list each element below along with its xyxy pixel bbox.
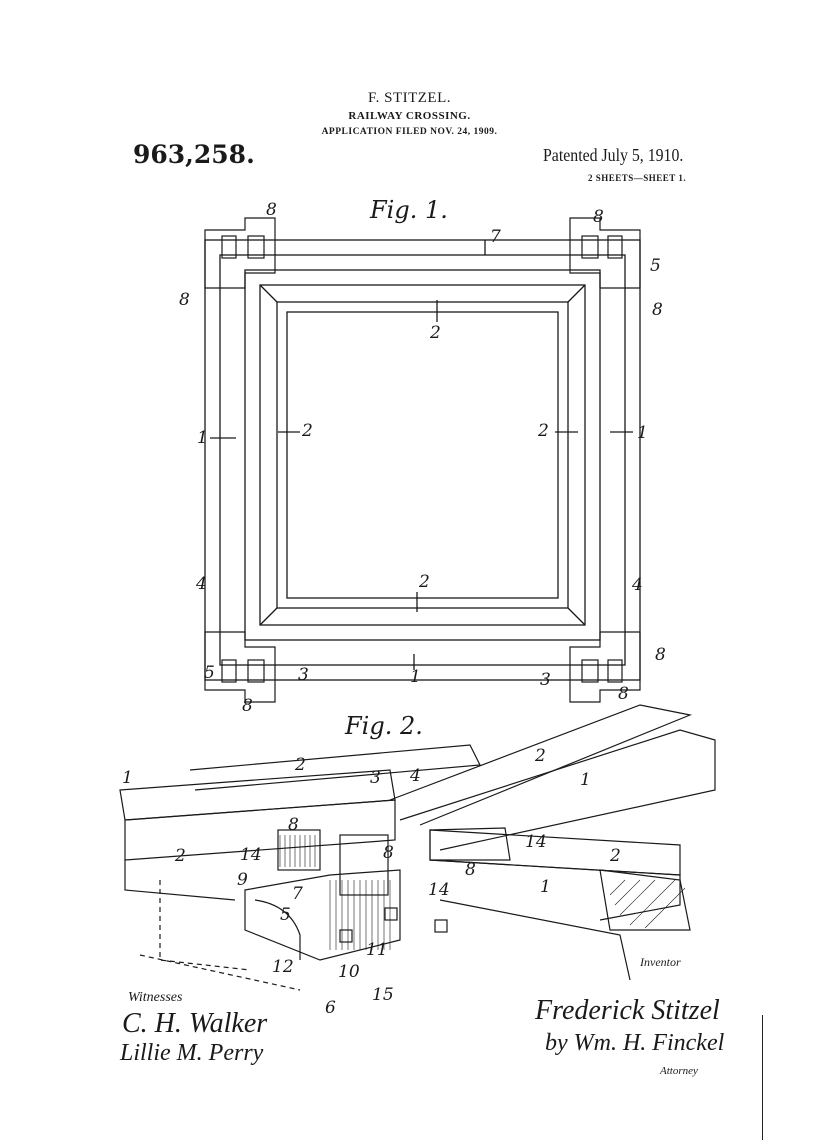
inventor-label: Inventor bbox=[640, 955, 681, 969]
ref-numeral: 2 bbox=[419, 572, 430, 592]
ref-numeral: 14 bbox=[240, 845, 262, 865]
ref-numeral: 8 bbox=[618, 684, 629, 704]
ref-numeral: 3 bbox=[298, 665, 309, 685]
patent-number: 963,258. bbox=[133, 140, 255, 169]
ref-numeral: 5 bbox=[204, 663, 215, 683]
witnesses-label: Witnesses bbox=[128, 990, 183, 1005]
ref-numeral: 4 bbox=[410, 766, 421, 786]
figure-2-drawing bbox=[119, 704, 716, 991]
witness-signature-2: Lillie M. Perry bbox=[120, 1040, 264, 1066]
application-date: APPLICATION FILED NOV. 24, 1909. bbox=[321, 127, 498, 137]
ref-numeral: 7 bbox=[490, 227, 501, 247]
ref-numeral: 2 bbox=[430, 323, 441, 343]
ref-numeral: 3 bbox=[540, 670, 551, 690]
ref-numeral: 1 bbox=[410, 667, 421, 687]
ref-numeral: 15 bbox=[372, 985, 394, 1005]
ref-numeral: 7 bbox=[292, 884, 303, 904]
ref-numeral: 2 bbox=[538, 421, 549, 441]
ref-numeral: 2 bbox=[175, 846, 186, 866]
attorney-label: Attorney bbox=[660, 1065, 698, 1077]
patent-title: RAILWAY CROSSING. bbox=[348, 110, 471, 122]
ref-numeral: 8 bbox=[288, 815, 299, 835]
ref-numeral: 4 bbox=[632, 575, 643, 595]
ref-numeral: 14 bbox=[525, 832, 547, 852]
ref-numeral: 4 bbox=[196, 574, 207, 594]
ref-numeral: 5 bbox=[650, 256, 661, 276]
ref-numeral: 14 bbox=[428, 880, 450, 900]
witness-signature-1: C. H. Walker bbox=[122, 1008, 268, 1039]
ref-numeral: 8 bbox=[652, 300, 663, 320]
figure-1-label: Fig. 1. bbox=[370, 196, 448, 224]
patented-date: Patented July 5, 1910. bbox=[543, 145, 684, 165]
figure-2-label: Fig. 2. bbox=[345, 712, 423, 740]
figure-1-drawing bbox=[204, 217, 641, 703]
ref-numeral: 5 bbox=[280, 905, 291, 925]
ref-numeral: 8 bbox=[266, 200, 277, 220]
attorney-signature: by Wm. H. Finckel bbox=[545, 1030, 725, 1056]
ref-numeral: 1 bbox=[197, 428, 208, 448]
ref-numeral: 12 bbox=[272, 957, 294, 977]
sheet-count: 2 SHEETS—SHEET 1. bbox=[588, 173, 687, 183]
ref-numeral: 3 bbox=[370, 768, 381, 788]
ref-numeral: 2 bbox=[302, 421, 313, 441]
ref-numeral: 9 bbox=[237, 870, 248, 890]
ref-numeral: 8 bbox=[655, 645, 666, 665]
ref-numeral: 2 bbox=[610, 846, 621, 866]
ref-numeral: 1 bbox=[580, 770, 591, 790]
ref-numeral: 1 bbox=[122, 768, 133, 788]
ref-numeral: 2 bbox=[535, 746, 546, 766]
ref-numeral: 10 bbox=[338, 962, 360, 982]
ref-numeral: 2 bbox=[295, 755, 306, 775]
inventor-signature: Frederick Stitzel bbox=[535, 995, 720, 1026]
ref-numeral: 6 bbox=[325, 998, 336, 1018]
ref-numeral: 8 bbox=[242, 696, 253, 716]
ref-numeral: 11 bbox=[366, 940, 388, 960]
scan-edge-line bbox=[762, 1015, 763, 1140]
inventor-name: F. STITZEL. bbox=[367, 90, 452, 106]
ref-numeral: 8 bbox=[593, 207, 604, 227]
ref-numeral: 1 bbox=[637, 423, 648, 443]
ref-numeral: 8 bbox=[179, 290, 190, 310]
ref-numeral: 1 bbox=[540, 877, 551, 897]
ref-numeral: 8 bbox=[465, 860, 476, 880]
ref-numeral: 8 bbox=[383, 843, 394, 863]
